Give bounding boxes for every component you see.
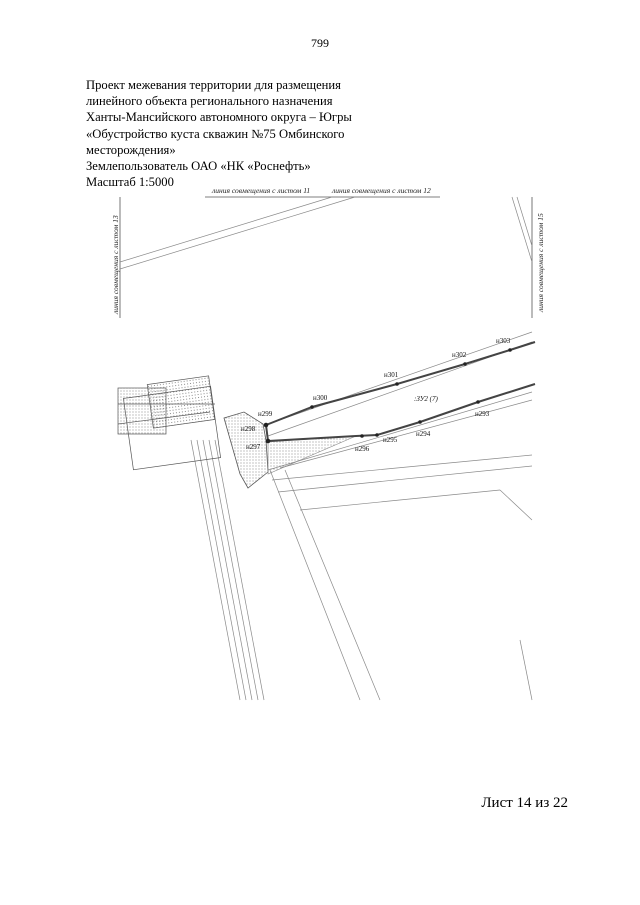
point-n293-marker: [476, 400, 480, 404]
point-label-n300: н300: [313, 394, 328, 402]
point-n300-marker: [310, 405, 314, 409]
header-line-2: линейного объекта регионального назначен…: [86, 94, 333, 109]
point-label-n296: н296: [355, 445, 370, 453]
point-label-n299: н299: [258, 410, 273, 418]
point-label-n293: н293: [475, 410, 490, 418]
header-line-5: месторождения»: [86, 142, 176, 157]
sheet-number: Лист 14 из 22: [481, 795, 568, 811]
matchline-label-top-right: линия совмещения с листом 12: [331, 186, 431, 195]
document-header: Проект межевания территории для размещен…: [86, 77, 386, 190]
header-line-1: Проект межевания территории для размещен…: [86, 78, 341, 92]
matchline-label-left: линия совмещения с листом 13: [111, 215, 120, 315]
page-number: 799: [311, 36, 329, 50]
well-pad-area: [223, 411, 269, 489]
point-label-n303: н303: [496, 337, 511, 345]
point-n297-marker: [265, 438, 271, 444]
point-label-n301: н301: [384, 371, 399, 379]
point-n299-marker: [263, 422, 269, 428]
point-n302-marker: [463, 362, 467, 366]
boundary-points: [263, 348, 512, 444]
matchline-label-top-left: линия совмещения с листом 11: [211, 186, 310, 195]
point-n294-marker: [418, 420, 422, 424]
building-blocks: [117, 375, 221, 471]
matchline-frame: [119, 196, 533, 318]
header-line-3: Ханты-Мансийского автономного округа – Ю…: [86, 110, 352, 125]
plot-triangle: [267, 435, 357, 475]
point-label-n294: н294: [416, 430, 431, 438]
point-n301-marker: [395, 382, 399, 386]
matchline-label-right: линия совмещения с листом 15: [536, 213, 545, 313]
map-linework: [119, 196, 533, 701]
header-line-4: «Обустройство куста скважин №75 Омбинско…: [86, 126, 345, 141]
plot-label: :ЗУ2 (7): [414, 395, 438, 403]
point-label-n297: н297: [246, 443, 261, 451]
point-label-n302: н302: [452, 351, 467, 359]
point-n303-marker: [508, 348, 512, 352]
landowner-line: Землепользователь ОАО «НК «Роснефть»: [86, 159, 311, 174]
point-n295-marker: [375, 433, 379, 437]
point-n296-marker: [360, 434, 364, 438]
point-label-n298: н298: [241, 425, 256, 433]
scale-line: Масштаб 1:5000: [86, 175, 174, 190]
boundary-lines: [265, 341, 536, 442]
point-label-n295: н295: [383, 436, 398, 444]
